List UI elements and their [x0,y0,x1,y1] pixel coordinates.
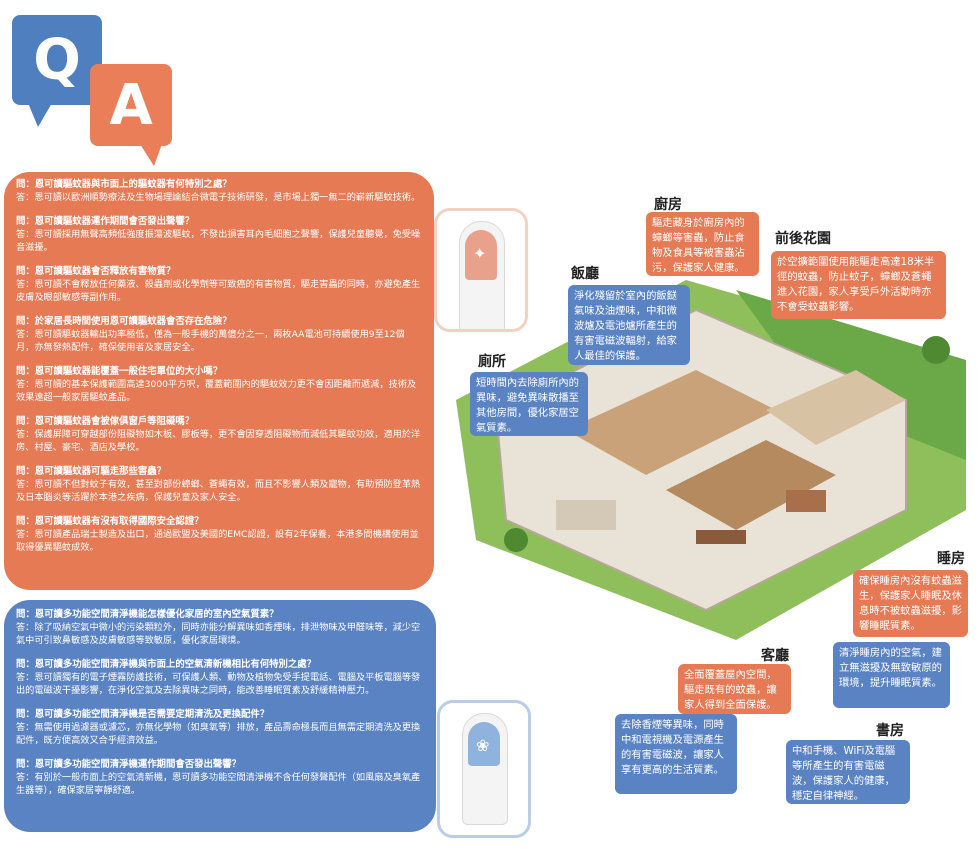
faq-answer: 答：有別於一般市面上的空氣清新機，恩可讀多功能空間清淨機不含任何發聲配件（如風扇… [16,772,421,796]
faq-answer: 答：恩可讀不但對蚊子有效，甚至對部份蟑螂、蒼蠅有效，而且不影響人類及寵物，有助預… [16,479,421,503]
room-label-kitchen: 廚房 [654,197,682,213]
bedroom-insect-info-box: 確保睡房內沒有蚊蟲滋生，保護家人睡眠及休息時不被蚊蟲滋擾，影響睡眠質素。 [853,570,968,637]
faq-answer: 答：保護屏障可穿越部份阻礙物如木板、膠板等，更不會因穿透阻礙物而減低其驅蚊功效，… [16,429,421,453]
house-illustration [456,280,966,640]
faq-question: 問：恩可讀驅蚊器運作期間會否發出聲響？ [16,216,195,227]
garden-info-box: 於空擴範圍使用能驅走高達18米半徑的蚊蟲，防止蚊子，蟑螂及蒼蠅進入花園，家人享受… [771,251,946,319]
faq-question: 問：恩可讀驅蚊器會被傢俱窗戶等阻礙嗎？ [16,416,195,427]
faq-question: 問：於家居長時間使用恩可讀驅蚊器會否存在危險？ [16,316,232,327]
faq-answer: 答：恩可讀採用無聲高頻低強度振蕩波驅蚊，不發出損害耳內毛細胞之聲響，保護兒童聽覺… [16,229,421,253]
faq-answer: 答：恩可讀驅蚊器輸出功率極低，僅為一般手機的萬億分之一，兩枚AA電池可持續使用9… [16,329,405,353]
faq-item: 問：恩可讀多功能空間清淨機能怎樣優化家居的室內空氣質素？ 答：除了吸納空氣中微小的… [16,608,424,647]
a-letter: A [109,72,153,138]
living-air-info-box: 去除香煙等異味，同時中和電視機及電源產生的有害電磁波，讓家人享有更高的生活質素。 [615,714,737,794]
faq-question: 問：恩可讀驅蚊器有沒有取得國際安全認證？ [16,516,204,527]
faq-item: 問：恩可讀多功能空間清淨機是否需要定期清洗及更換配件？ 答：無需使用過濾器或濾芯，… [16,708,424,747]
faq-answer: 答：無需使用過濾器或濾芯，亦無化學物（如臭氧等）排放，產品壽命極長而且無需定期清… [16,722,421,746]
faq-answer: 答：除了吸納空氣中微小的污染顆粒外，同時亦能分解異味如香煙味，排泄物味及甲醛味等… [16,622,421,646]
faq-answer: 答：恩可讀不會釋放任何藥液、殺蟲劑或化學劑等可致癌的有害物質，驅走害蟲的同時，亦… [16,279,421,303]
faq-question: 問：恩可讀多功能空間清淨機運作期間會否發出聲響？ [16,759,242,770]
toilet-info-box: 短時間內去除廁所內的異味，避免異味散播至其他房間，優化家居空氣質素。 [470,372,588,436]
faq-question: 問：恩可讀多功能空間清淨機是否需要定期清洗及更換配件？ [16,709,270,720]
a-speech-bubble-icon: A [90,64,172,166]
faq-item: 問：恩可讀多功能空間清淨機與市面上的空氣清新機相比有何特別之處？ 答：恩可讀獨有的… [16,658,424,697]
kitchen-info-box: 驅走藏身於廚房內的蟑螂等害蟲，防止食物及食具等被害蟲沾污，保護家人健康。 [646,212,759,276]
faq-answer: 答：恩可讀產品瑞士製造及出口，通過歐盟及美國的EMC認證，設有2年保養，本港多間… [16,529,419,553]
purifier-logo-icon: ❀ [476,736,490,755]
insect-repeller-device-image: ✦ [434,208,528,332]
room-label-living: 客廳 [761,648,789,664]
faq-answer: 答：恩可讀獨有的電子煙霧防護技術，可保護人類、動物及植物免受手提電話、電腦及平板… [16,672,421,696]
faq-question: 問：恩可讀驅蚊器能覆蓋一般住宅單位的大小嗎？ [16,366,223,377]
room-label-dining: 飯廳 [571,266,599,282]
faq-item: 問：恩可讀驅蚊器有沒有取得國際安全認證？ 答：恩可讀產品瑞士製造及出口，通過歐盟及… [16,515,422,554]
faq-item: 問：恩可讀多功能空間清淨機運作期間會否發出聲響？ 答：有別於一般市面上的空氣清新機… [16,758,424,797]
living-insect-info-box: 全面覆蓋屋內空間，驅走既有的蚊蟲，讓家人得到全面保護。 [678,664,791,714]
q-letter: Q [33,27,81,93]
room-label-toilet: 廁所 [478,354,506,370]
study-info-box: 中和手機、WiFi及電腦等所產生的有害電磁波，保護家人的健康，穩定自律神經。 [786,740,910,804]
room-label-study: 書房 [876,723,904,739]
faq-answer: 答：恩可讀的基本保護範圍高達3000平方呎，覆蓋範圍內的驅蚊效力更不會因距離而遞… [16,379,417,403]
insect-repeller-faq-panel: 問：恩可讀驅蚊器與市面上的驅蚊器有何特別之處？ 答：恩可讀以歐洲順勢療法及生物場理… [4,172,434,590]
faq-question: 問：恩可讀多功能空間清淨機能怎樣優化家居的室內空氣質素？ [16,609,279,620]
faq-item: 問：恩可讀驅蚊器與市面上的驅蚊器有何特別之處？ 答：恩可讀以歐洲順勢療法及生物場理… [16,178,422,204]
air-purifier-faq-panel: 問：恩可讀多功能空間清淨機能怎樣優化家居的室內空氣質素？ 答：除了吸納空氣中微小的… [4,600,436,832]
room-label-bedroom: 睡房 [937,551,965,567]
bedroom-air-info-box: 清淨睡房內的空氣，建立無滋擾及無致敏原的環境，提升睡眠質素。 [833,642,950,708]
dining-info-box: 淨化殘留於室內的飯餸氣味及油煙味，中和微波爐及電池爐所產生的有害電磁波輻射，給家… [568,285,690,365]
faq-item: 問：恩可讀驅蚊器能覆蓋一般住宅單位的大小嗎？ 答：恩可讀的基本保護範圍高達3000… [16,365,422,404]
faq-item: 問：恩可讀驅蚊器運作期間會否發出聲響？ 答：恩可讀採用無聲高頻低強度振蕩波驅蚊，不… [16,215,422,254]
faq-answer: 答：恩可讀以歐洲順勢療法及生物場理論結合微電子技術研發，是市場上獨一無二的嶄新驅… [16,192,421,203]
faq-item: 問：恩可讀驅蚊器會被傢俱窗戶等阻礙嗎？ 答：保護屏障可穿越部份阻礙物如木板、膠板等… [16,415,422,454]
room-label-garden: 前後花園 [775,231,831,247]
faq-question: 問：恩可讀驅蚊器可驅走那些害蟲？ [16,466,167,477]
air-purifier-device-image: ❀ [437,700,531,838]
repeller-logo-icon: ✦ [473,244,487,263]
faq-item: 問：於家居長時間使用恩可讀驅蚊器會否存在危險？ 答：恩可讀驅蚊器輸出功率極低，僅為… [16,315,422,354]
faq-question: 問：恩可讀驅蚊器與市面上的驅蚊器有何特別之處？ [16,179,232,190]
faq-question: 問：恩可讀驅蚊器會否釋放有害物質？ [16,266,176,277]
faq-item: 問：恩可讀驅蚊器可驅走那些害蟲？ 答：恩可讀不但對蚊子有效，甚至對部份蟑螂、蒼蠅有… [16,465,422,504]
q-speech-bubble-icon: Q [12,15,102,127]
faq-question: 問：恩可讀多功能空間清淨機與市面上的空氣清新機相比有何特別之處？ [16,659,317,670]
faq-item: 問：恩可讀驅蚊器會否釋放有害物質？ 答：恩可讀不會釋放任何藥液、殺蟲劑或化學劑等可… [16,265,422,304]
